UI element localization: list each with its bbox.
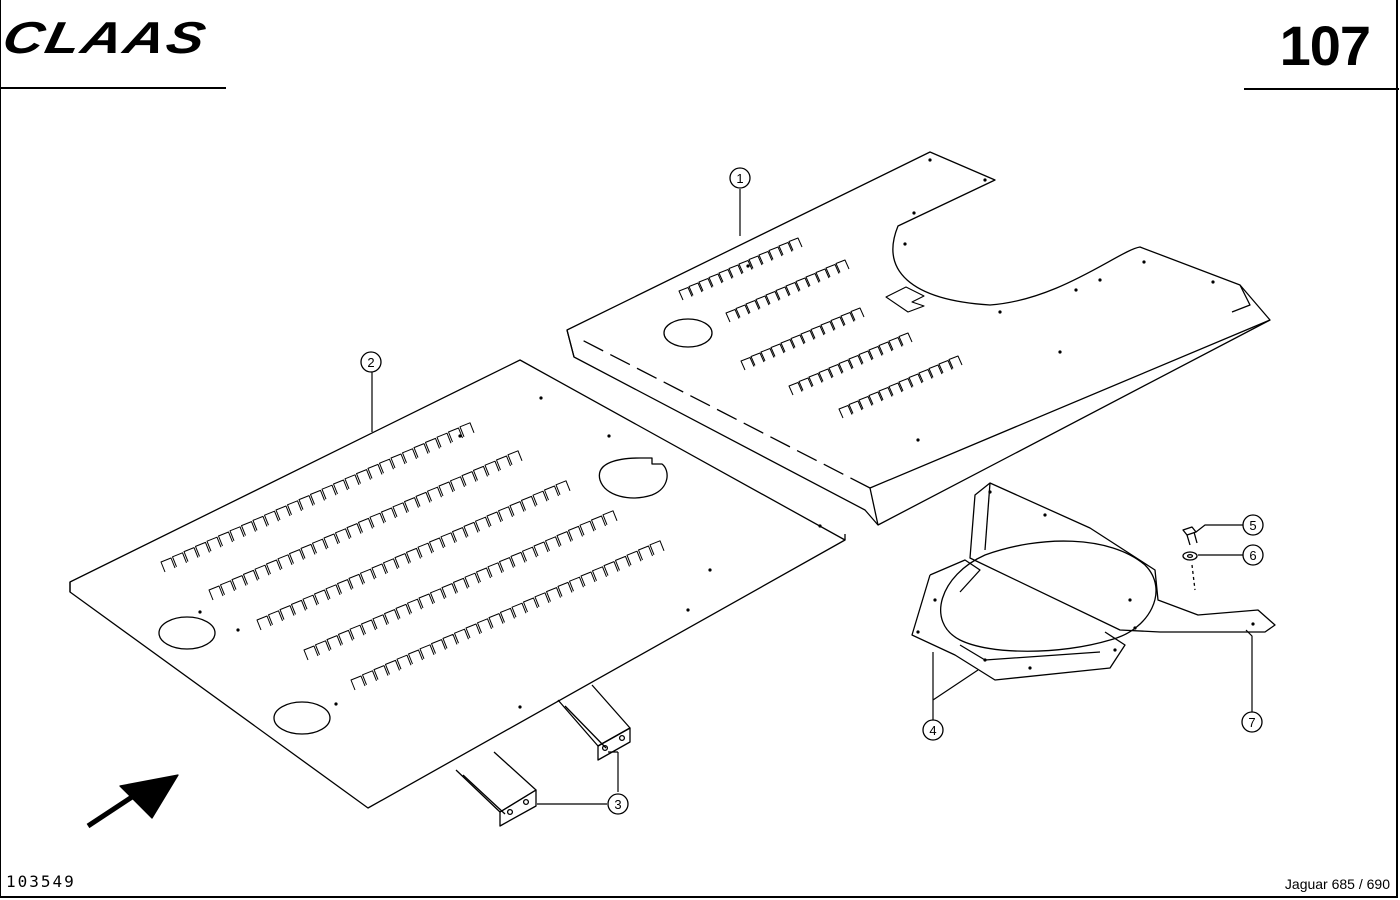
part-5-6-bolt-washer (1182, 526, 1198, 591)
logo-underline (0, 87, 226, 89)
callout-7: 7 (1241, 711, 1263, 733)
callout-7-label: 7 (1248, 715, 1255, 730)
callout-5: 5 (1242, 514, 1264, 536)
callout-6: 6 (1242, 544, 1264, 566)
callout-2: 2 (360, 351, 382, 373)
callout-3-label: 3 (614, 797, 621, 812)
part-2-vent-slots (160, 422, 665, 691)
part-1-upper-panel (566, 151, 1271, 526)
part-2-grille-panel (69, 359, 846, 809)
machine-model: Jaguar 685 / 690 (1284, 876, 1390, 892)
callout-6-label: 6 (1249, 548, 1256, 563)
part-4-7-mounting-plates (911, 482, 1276, 681)
callout-4-label: 4 (929, 723, 936, 738)
callout-4: 4 (922, 719, 944, 741)
callout-3: 3 (607, 793, 629, 815)
callout-bubbles: 1 2 3 4 5 6 7 (360, 167, 1264, 815)
callout-1-label: 1 (736, 171, 743, 186)
callout-1: 1 (729, 167, 751, 189)
direction-arrow (86, 774, 179, 829)
callout-2-label: 2 (367, 355, 374, 370)
part-3-support-brackets (455, 684, 631, 827)
page-number-underline (1244, 88, 1399, 90)
callout-leaders (371, 189, 1253, 805)
document-number: 103549 (6, 872, 76, 891)
part-1-vent-slots (678, 237, 963, 419)
page-number: 107 (1279, 14, 1371, 77)
callout-5-label: 5 (1249, 518, 1256, 533)
